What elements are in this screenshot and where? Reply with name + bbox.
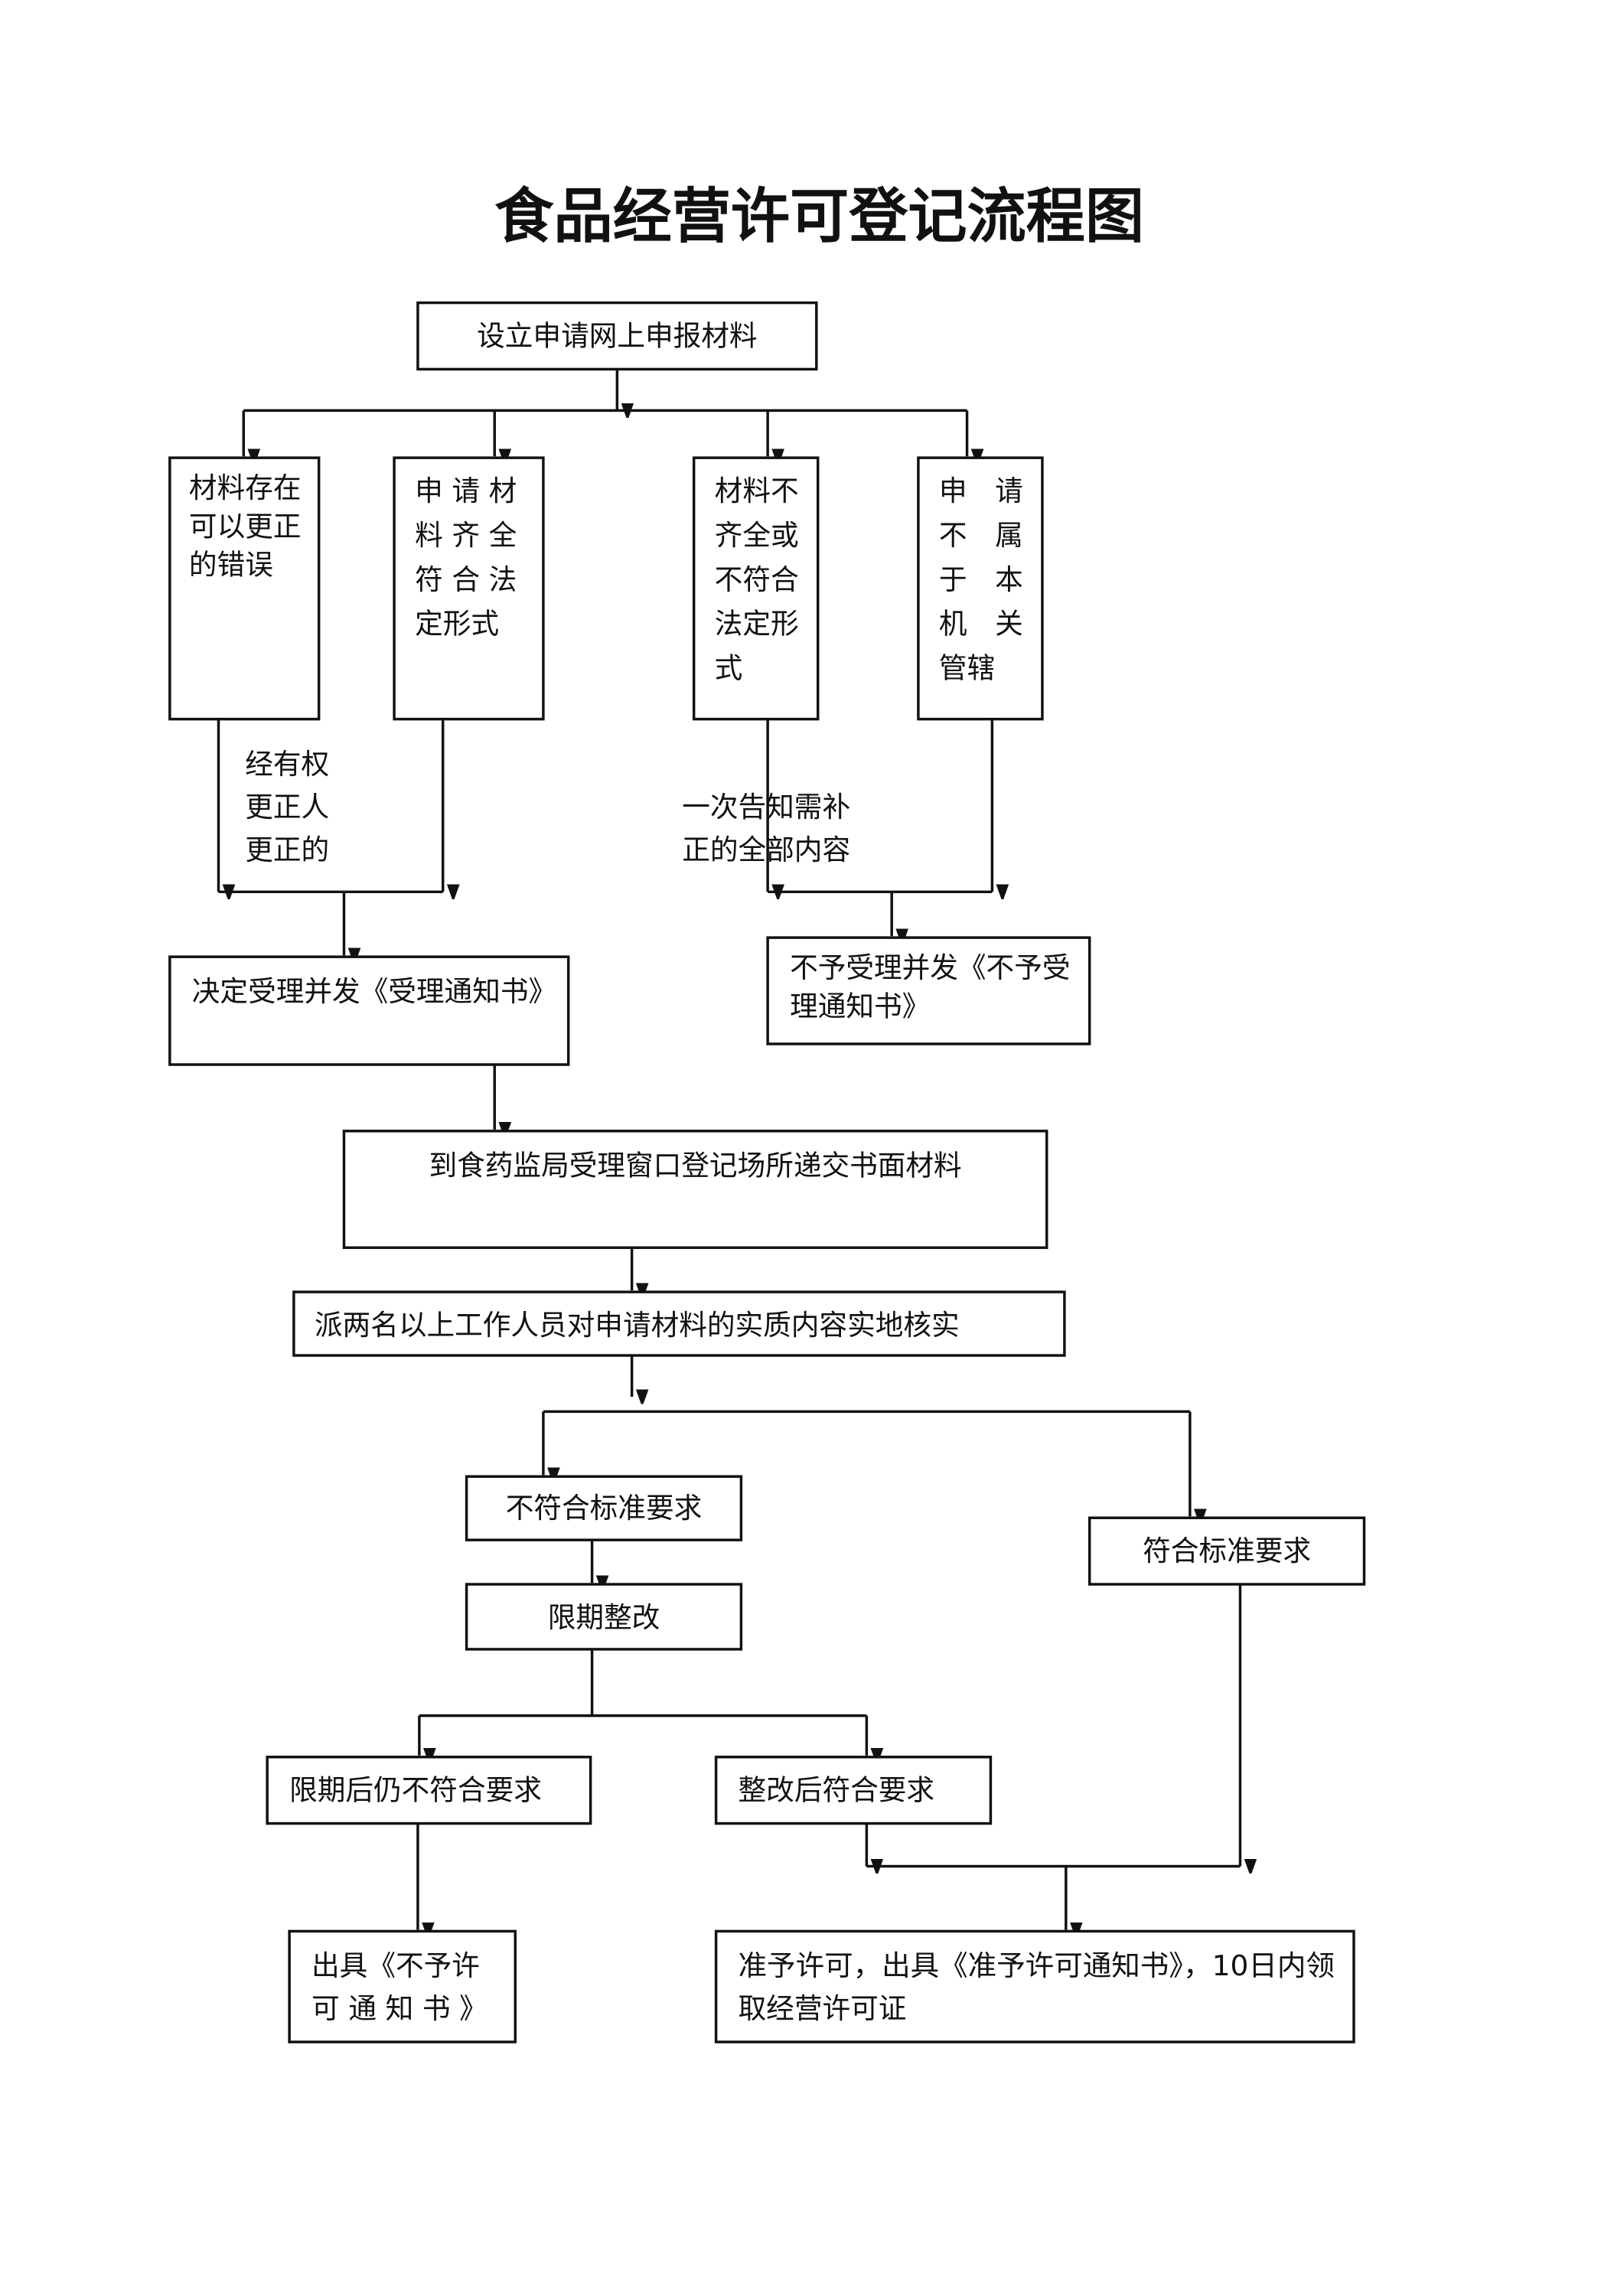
node-text: 不符合标准要求 xyxy=(506,1492,703,1525)
node-text: 不 属 xyxy=(939,519,1023,552)
node-reject: 不予受理并发《不予受 理通知书》 xyxy=(766,936,1091,1045)
node-text: 的错误 xyxy=(189,549,273,582)
node-text: 符 合 法 xyxy=(415,563,517,596)
connectors xyxy=(217,369,1241,1929)
node-text: 齐全或 xyxy=(715,519,799,552)
node-not-meet: 不符合标准要求 xyxy=(465,1475,743,1541)
node-text: 不予受理并发《不予受 xyxy=(790,951,1070,984)
edge-label-line: 正的全部内容 xyxy=(682,833,850,866)
edge-label-line: 经有权 xyxy=(245,748,329,781)
node-text: 于 本 xyxy=(939,563,1023,596)
node-accept: 决定受理并发《受理通知书》 xyxy=(168,955,570,1066)
node-meet: 符合标准要求 xyxy=(1088,1516,1366,1586)
node-still-fail: 限期后仍不符合要求 xyxy=(266,1756,592,1825)
node-text: 申 请 材 xyxy=(415,475,517,507)
edge-label-line: 更正的 xyxy=(245,833,329,866)
node-text: 材料存在 xyxy=(189,471,302,504)
node-text: 出具《不予许 xyxy=(311,1949,480,1982)
node-rectify: 限期整改 xyxy=(465,1583,743,1651)
node-text: 限期整改 xyxy=(548,1601,660,1634)
node-grant-permit: 准予许可，出具《准予许可通知书》，10日内领 取经营许可证 xyxy=(714,1929,1355,2043)
node-text: 申 请 xyxy=(939,475,1023,507)
page-title: 食品经营许可登记流程图 xyxy=(494,182,1144,251)
node-text: 限期后仍不符合要求 xyxy=(289,1774,542,1807)
node-text: 可 通 知 书 》 xyxy=(311,1992,488,2025)
node-text: 派两名以上工作人员对申请材料的实质内容实地核实 xyxy=(315,1309,960,1342)
node-text: 不符合 xyxy=(715,563,799,596)
node-text: 机 关 xyxy=(939,608,1023,641)
node-text: 理通知书》 xyxy=(790,990,930,1022)
node-pass-after: 整改后符合要求 xyxy=(714,1756,993,1825)
node-text: 取经营许可证 xyxy=(739,1992,907,2025)
node-text: 设立申请网上申报材料 xyxy=(477,320,757,353)
node-complete: 申 请 材 料 齐 全 符 合 法 定形式 xyxy=(393,456,545,721)
node-correctable: 材料存在 可以更正 的错误 xyxy=(168,456,321,721)
node-not-jurisdiction: 申 请 不 属 于 本 机 关 管辖 xyxy=(917,456,1044,721)
node-text: 定形式 xyxy=(415,608,499,641)
node-text: 符合标准要求 xyxy=(1143,1534,1311,1567)
edge-label-line: 更正人 xyxy=(245,791,329,823)
node-text: 准予许可，出具《准予许可通知书》，10日内领 xyxy=(739,1949,1335,1982)
node-text: 式 xyxy=(715,652,743,685)
node-text: 管辖 xyxy=(939,652,995,685)
edge-label-notify: 一次告知需补 正的全部内容 xyxy=(682,791,850,866)
edge-label-corrected: 经有权 更正人 更正的 xyxy=(245,748,329,866)
node-submit: 到食药监局受理窗口登记场所递交书面材料 xyxy=(342,1130,1048,1249)
node-text: 料 齐 全 xyxy=(415,519,517,552)
node-incomplete: 材料不 齐全或 不符合 法定形 式 xyxy=(692,456,820,721)
node-text: 材料不 xyxy=(715,475,799,507)
node-text: 到食药监局受理窗口登记场所递交书面材料 xyxy=(429,1150,962,1182)
node-text: 法定形 xyxy=(715,608,799,641)
node-text: 整改后符合要求 xyxy=(739,1774,934,1807)
node-text: 可以更正 xyxy=(189,510,302,543)
node-deny-permit: 出具《不予许 可 通 知 书 》 xyxy=(288,1929,517,2043)
node-apply: 设立申请网上申报材料 xyxy=(416,301,818,371)
node-text: 决定受理并发《受理通知书》 xyxy=(192,975,556,1008)
edge-label-line: 一次告知需补 xyxy=(682,791,850,823)
node-inspect: 派两名以上工作人员对申请材料的实质内容实地核实 xyxy=(292,1290,1066,1357)
